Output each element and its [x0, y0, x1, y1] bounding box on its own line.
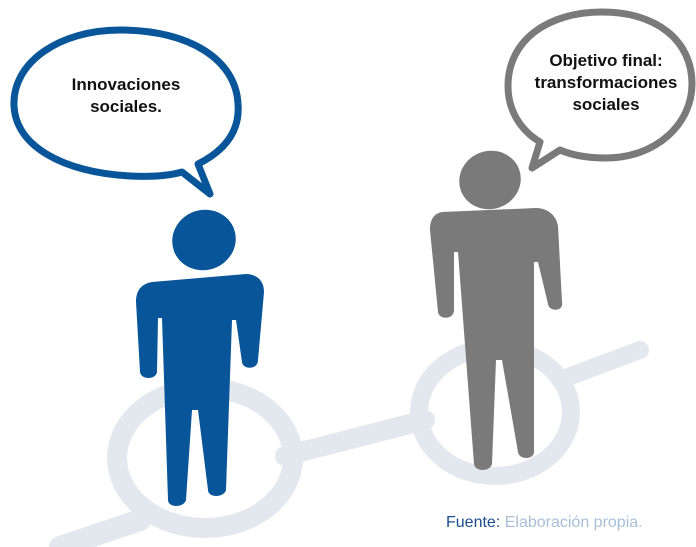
connector-line-lower [49, 509, 151, 547]
connector-line [275, 410, 435, 466]
right-person-head [459, 150, 521, 210]
connector-line-right [551, 341, 649, 389]
left-bubble-shape [10, 26, 242, 198]
left-person-icon [136, 209, 264, 506]
right-person-body [430, 208, 563, 470]
left-bubble-text: Innovaciones sociales. [38, 74, 214, 118]
right-bubble-text: Objetivo final: transformaciones sociale… [518, 50, 694, 116]
left-person-body [136, 274, 264, 506]
left-bubble-line-2: sociales. [90, 97, 162, 116]
right-speech-bubble [504, 8, 696, 172]
right-bubble-shape [504, 8, 696, 172]
right-bubble-line-3: sociales [572, 95, 640, 114]
right-person-icon [430, 150, 563, 470]
caption-label: Fuente: [446, 514, 501, 531]
left-person-head [172, 209, 236, 271]
right-bubble-line-1: Objetivo final: [549, 51, 663, 70]
left-speech-bubble [10, 26, 242, 198]
left-bubble-line-1: Innovaciones [71, 75, 181, 94]
source-caption: Fuente: Elaboración propia. [446, 513, 692, 533]
right-bubble-line-2: transformaciones [534, 73, 678, 92]
caption-value: Elaboración propia. [504, 514, 643, 531]
